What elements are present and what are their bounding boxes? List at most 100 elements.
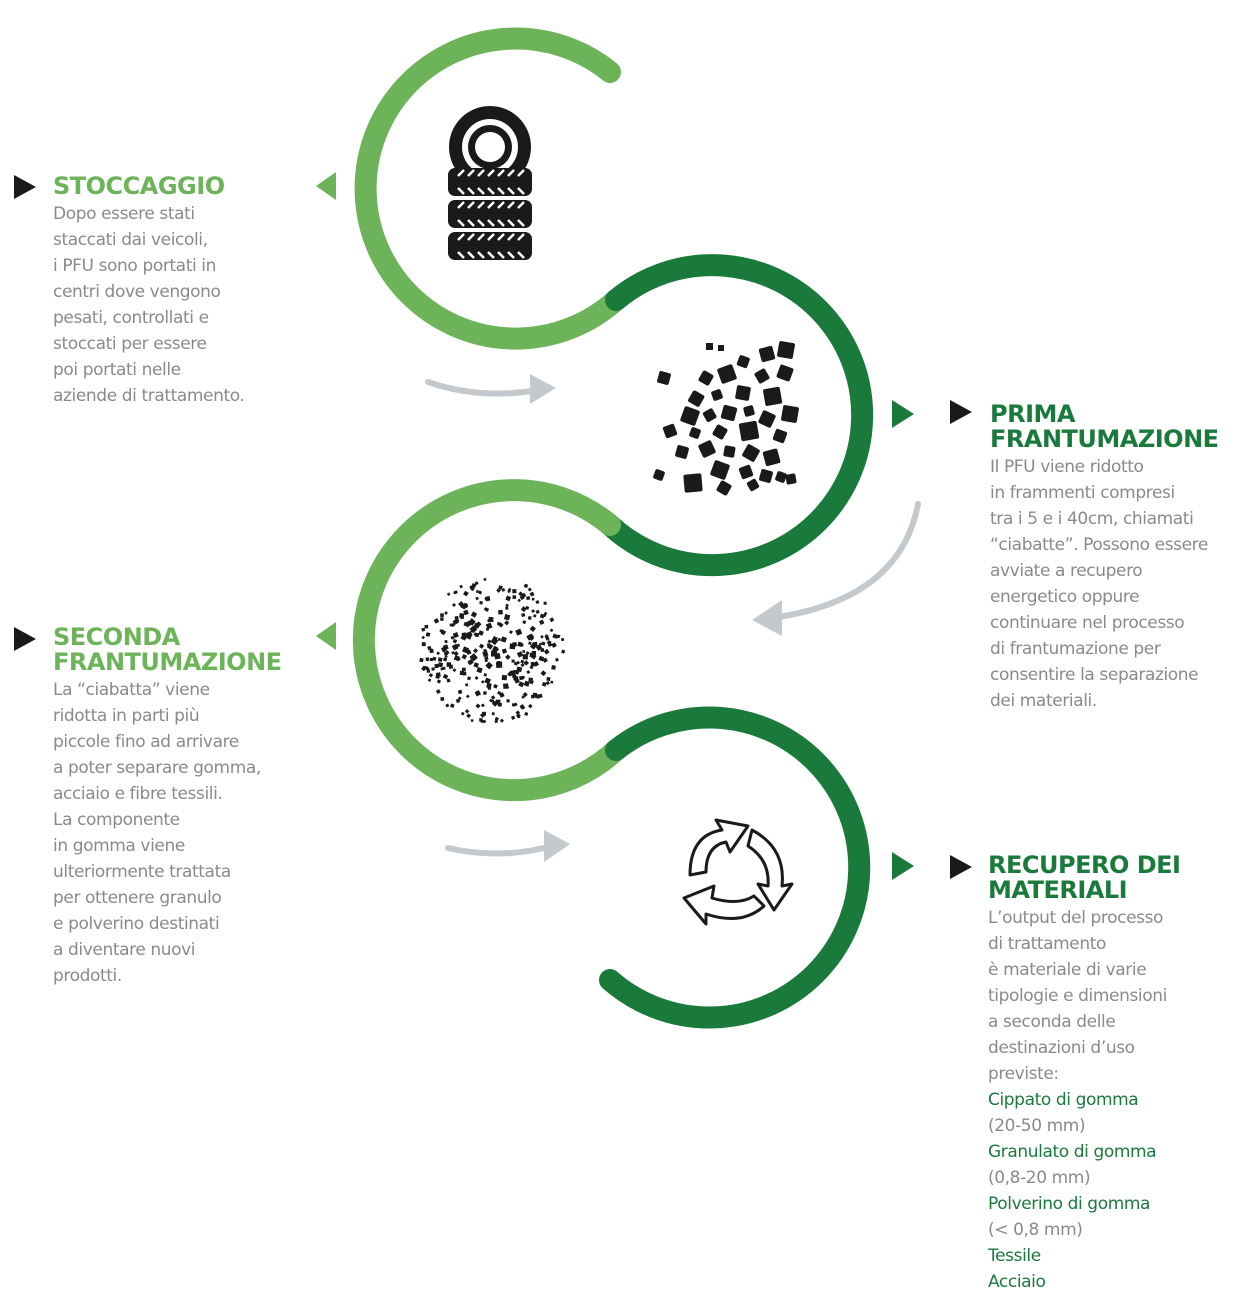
granule	[517, 598, 521, 603]
seconda-frantumazione-ring	[316, 479, 627, 802]
granule	[503, 614, 511, 621]
granule	[494, 652, 501, 660]
granule	[519, 675, 524, 681]
granule	[482, 691, 487, 696]
granule	[512, 588, 517, 594]
fine-granules-icon	[419, 577, 566, 724]
granule	[531, 609, 535, 613]
granule	[545, 680, 550, 686]
granule	[487, 686, 492, 690]
granule	[551, 642, 557, 648]
granule	[497, 690, 502, 695]
granule	[484, 607, 490, 612]
prima-frantumazione-pointer-icon	[950, 400, 972, 424]
granule	[539, 613, 545, 619]
granule	[429, 657, 433, 662]
granule	[515, 710, 521, 716]
granule	[463, 602, 469, 609]
granule	[528, 633, 535, 640]
granule	[436, 651, 440, 655]
granule	[511, 703, 516, 707]
granule	[440, 613, 444, 618]
granule	[421, 635, 425, 640]
granule	[425, 632, 430, 637]
granule	[473, 632, 478, 637]
granule	[535, 600, 540, 605]
granule	[524, 711, 529, 716]
granule	[538, 693, 543, 699]
granule	[525, 651, 530, 656]
granule	[535, 644, 543, 651]
flow-arrow-2	[752, 501, 921, 636]
granule	[511, 659, 515, 663]
granule	[433, 618, 440, 624]
granule	[501, 588, 506, 592]
granule	[504, 620, 510, 626]
granule	[476, 667, 483, 674]
granule	[480, 719, 485, 724]
recycle-icon	[682, 818, 794, 926]
granule	[526, 596, 531, 601]
granule	[527, 587, 532, 592]
recupero-materiali-description: L’output del processo di trattamento è m…	[988, 908, 1167, 1084]
granule	[521, 695, 525, 699]
granule	[531, 653, 536, 658]
granule	[443, 657, 448, 662]
granule	[528, 703, 533, 709]
granule	[555, 635, 559, 639]
granule	[440, 667, 444, 671]
granule	[436, 679, 441, 684]
granule	[543, 648, 550, 655]
granule	[463, 590, 469, 597]
granule	[440, 696, 445, 702]
output-materials-list: Cippato di gomma (20-50 mm) Granulato di…	[988, 1087, 1241, 1295]
granule	[494, 719, 499, 724]
granule	[437, 662, 444, 668]
granule	[485, 627, 490, 631]
granule	[435, 689, 441, 694]
granule	[444, 675, 448, 679]
flow-arrow-1	[425, 374, 556, 404]
granule	[466, 634, 472, 640]
granule	[515, 628, 523, 636]
granule	[501, 648, 508, 654]
granule	[519, 704, 525, 710]
granule	[460, 711, 465, 716]
material-range: (20-50 mm)	[988, 1116, 1086, 1136]
coarse-fragments-icon	[653, 341, 799, 496]
granule	[516, 666, 523, 673]
granule	[522, 654, 528, 660]
granule	[561, 637, 565, 642]
granule	[501, 674, 508, 681]
granule	[482, 650, 489, 657]
granule	[540, 648, 544, 652]
granule	[473, 662, 479, 668]
granule	[491, 712, 495, 716]
granule	[466, 649, 472, 655]
granule	[478, 590, 483, 595]
granule	[474, 690, 482, 697]
granule	[522, 620, 527, 625]
prima-frantumazione-description: Il PFU viene ridotto in frammenti compre…	[990, 457, 1208, 711]
granule	[495, 699, 501, 705]
granule	[487, 639, 492, 644]
granule	[516, 651, 524, 658]
granule	[539, 642, 543, 646]
granule	[424, 624, 429, 629]
granule	[523, 680, 530, 687]
granule	[503, 683, 509, 689]
granule	[470, 719, 474, 722]
tire-stack-icon	[448, 106, 532, 260]
granule	[457, 689, 463, 695]
granule	[481, 680, 485, 684]
granule	[446, 662, 452, 667]
granule	[427, 678, 432, 682]
granule	[497, 660, 501, 664]
granule	[549, 617, 555, 623]
granule	[444, 650, 450, 655]
material-name: Tessile	[988, 1246, 1041, 1266]
granule	[540, 634, 544, 639]
granule	[499, 692, 505, 698]
granule	[529, 591, 535, 597]
granule	[444, 611, 448, 615]
